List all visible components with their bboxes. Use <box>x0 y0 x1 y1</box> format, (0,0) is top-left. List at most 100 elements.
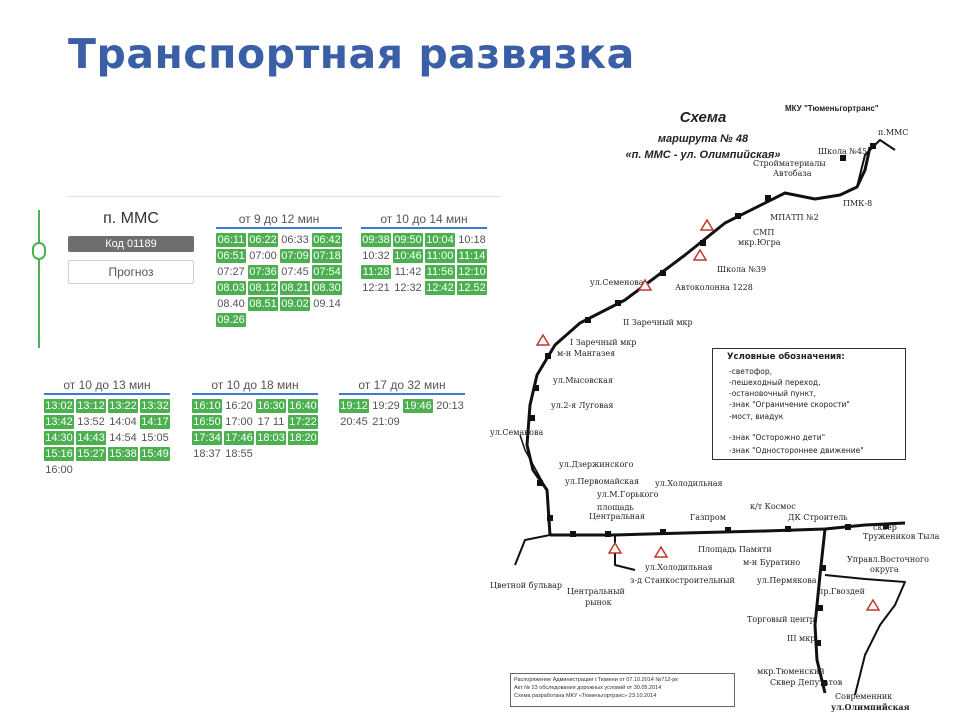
departure-time[interactable]: 15:16 <box>44 447 74 461</box>
departure-time[interactable]: 16:40 <box>288 399 318 413</box>
departure-time[interactable]: 13:42 <box>44 415 74 429</box>
departure-time[interactable]: 10:32 <box>362 250 390 262</box>
departure-time[interactable]: 09:50 <box>393 233 423 247</box>
legend-item: -знак "Одностороннее движение" <box>729 446 864 455</box>
departure-time[interactable]: 19:46 <box>403 399 433 413</box>
departure-time[interactable]: 06:22 <box>248 233 278 247</box>
departure-time[interactable]: 08.30 <box>312 281 342 295</box>
departure-time[interactable]: 18:37 <box>193 448 221 460</box>
forecast-button[interactable]: Прогноз <box>68 260 194 284</box>
departure-time[interactable]: 09:38 <box>361 233 391 247</box>
departure-time[interactable]: 14:43 <box>76 431 106 445</box>
departure-time[interactable]: 16:20 <box>225 400 253 412</box>
departure-time[interactable]: 06:51 <box>216 249 246 263</box>
departure-time[interactable]: 07:54 <box>312 265 342 279</box>
departure-time[interactable]: 15:05 <box>141 432 169 444</box>
departure-time[interactable]: 08.51 <box>248 297 278 311</box>
stop-label: округа <box>870 565 899 574</box>
current-stop-marker-icon <box>32 242 46 260</box>
departure-time[interactable]: 13:52 <box>77 416 105 428</box>
departure-time[interactable]: 06:11 <box>216 233 246 247</box>
departure-time[interactable]: 17:34 <box>192 431 222 445</box>
street-label: ул.М.Горького <box>597 490 659 499</box>
departure-time[interactable]: 14:17 <box>140 415 170 429</box>
departure-time[interactable]: 07:00 <box>249 250 277 262</box>
departure-time[interactable]: 14:54 <box>109 432 137 444</box>
departure-time[interactable]: 07:45 <box>281 266 309 278</box>
departure-time[interactable]: 07:27 <box>217 266 245 278</box>
departure-time[interactable]: 09.02 <box>280 297 310 311</box>
stop-label: Стройматериалы <box>753 159 826 168</box>
scheme-route: «п. ММС - ул. Олимпийская» <box>625 149 781 161</box>
departure-time[interactable]: 16:10 <box>192 399 222 413</box>
departure-time[interactable]: 10:04 <box>425 233 455 247</box>
departure-time[interactable]: 13:12 <box>76 399 106 413</box>
departure-time[interactable]: 06:33 <box>281 234 309 246</box>
departure-time[interactable]: 20:13 <box>436 400 464 412</box>
departure-time[interactable]: 16:30 <box>256 399 286 413</box>
departure-time[interactable]: 07:18 <box>312 249 342 263</box>
departure-time[interactable]: 13:32 <box>140 399 170 413</box>
departure-time[interactable]: 16:00 <box>45 464 73 476</box>
stop-label: I Заречный мкр <box>570 338 637 347</box>
departure-time[interactable]: 12:42 <box>425 281 455 295</box>
stop-label: м-н Мангазея <box>557 349 616 358</box>
departure-time[interactable]: 12:21 <box>362 282 390 294</box>
departure-time[interactable]: 18:03 <box>256 431 286 445</box>
departure-time[interactable]: 15:49 <box>140 447 170 461</box>
departure-time[interactable]: 09.26 <box>216 313 246 327</box>
departure-time[interactable]: 17:46 <box>224 431 254 445</box>
departure-time[interactable]: 14:04 <box>109 416 137 428</box>
departure-time[interactable]: 11:56 <box>425 265 455 279</box>
stop-label: Школа №45 <box>818 147 868 156</box>
departure-time[interactable]: 17:22 <box>288 415 318 429</box>
stop-code-badge: Код 01189 <box>68 236 194 252</box>
departure-time[interactable]: 08.21 <box>280 281 310 295</box>
departure-time[interactable]: 11:28 <box>361 265 391 279</box>
departure-time[interactable]: 07:36 <box>248 265 278 279</box>
departure-time[interactable]: 19:29 <box>372 400 400 412</box>
departure-time[interactable]: 12.52 <box>457 281 487 295</box>
departure-time[interactable]: 10:46 <box>393 249 423 263</box>
departure-time[interactable]: 08.12 <box>248 281 278 295</box>
street-label: ул.2-я Луговая <box>551 401 614 410</box>
departure-time[interactable]: 09.14 <box>313 298 341 310</box>
departure-time[interactable]: 06:42 <box>312 233 342 247</box>
departure-time[interactable]: 12:32 <box>394 282 422 294</box>
departure-time[interactable]: 08.03 <box>216 281 246 295</box>
departure-time[interactable]: 17:00 <box>225 416 253 428</box>
departure-time[interactable]: 11:00 <box>425 249 455 263</box>
departure-time[interactable]: 18:55 <box>225 448 253 460</box>
departure-time[interactable]: 11:42 <box>394 266 422 278</box>
departure-time[interactable]: 11:14 <box>457 249 487 263</box>
stop-label: III мкр. <box>787 634 818 643</box>
departure-time[interactable]: 13:22 <box>108 399 138 413</box>
departure-time[interactable]: 15:38 <box>108 447 138 461</box>
route-line <box>525 146 872 536</box>
interval-header: от 17 до 32 мин <box>339 378 465 395</box>
departure-time[interactable]: 18:20 <box>288 431 318 445</box>
departure-time[interactable]: 21:09 <box>372 416 400 428</box>
departure-time[interactable]: 16:50 <box>192 415 222 429</box>
stop-label: м-н Буратино <box>743 558 801 567</box>
departure-time[interactable]: 08.40 <box>217 298 245 310</box>
slide-title: Транспортная развязка <box>68 30 635 78</box>
departure-time[interactable]: 19:12 <box>339 399 369 413</box>
street-label: ул.Холодильная <box>645 563 713 572</box>
departure-time[interactable]: 12:10 <box>457 265 487 279</box>
departure-time[interactable]: 07:09 <box>280 249 310 263</box>
departure-time[interactable]: 14:30 <box>44 431 74 445</box>
stop-label: Цветной бульвар <box>490 581 563 590</box>
interval-header: от 10 до 18 мин <box>192 378 318 395</box>
stop-label: мкр.Югра <box>738 238 781 247</box>
departure-time[interactable]: 13:02 <box>44 399 74 413</box>
departure-time[interactable]: 17 11 <box>257 416 285 428</box>
departure-time[interactable]: 20:45 <box>340 416 368 428</box>
departure-time[interactable]: 15:27 <box>76 447 106 461</box>
departure-time[interactable]: 10:18 <box>458 234 486 246</box>
legend-item: -знак "Ограничение скорости" <box>729 400 850 409</box>
